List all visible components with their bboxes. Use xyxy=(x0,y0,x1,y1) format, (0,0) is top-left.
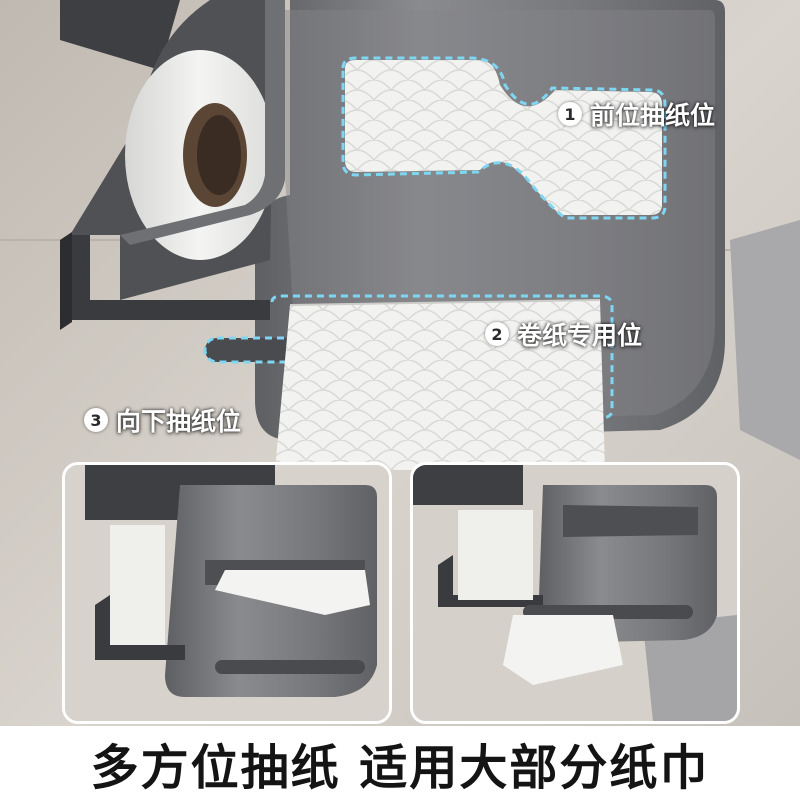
inset-photo-right xyxy=(410,462,740,724)
callout-roll-slot: 2 卷纸专用位 xyxy=(485,316,642,352)
downward-slot-highlight xyxy=(203,336,307,364)
inset-right-hanging-tissue xyxy=(503,615,623,685)
shelf-bracket xyxy=(70,235,270,320)
callout-downward-slot: 3 向下抽纸位 xyxy=(84,402,241,438)
inset-right-tissue-stack xyxy=(458,510,533,600)
toilet-tank xyxy=(730,220,800,460)
inset-left-pulled-tissue xyxy=(215,570,370,615)
bottom-banner: 多方位抽纸 适用大部分纸巾 xyxy=(0,726,800,800)
callout-number-1: 1 xyxy=(558,102,582,126)
wall-rail xyxy=(60,0,180,70)
roll-slot-highlight xyxy=(270,294,614,420)
front-tissue-slot xyxy=(345,60,662,215)
callout-number-2: 2 xyxy=(485,322,509,346)
paper-towel-sheets xyxy=(275,300,605,470)
callout-number-3: 3 xyxy=(84,408,108,432)
banner-text: 多方位抽纸 适用大部分纸巾 xyxy=(90,740,710,796)
inset-photo-left xyxy=(62,462,392,724)
callout-label-front-slot: 前位抽纸位 xyxy=(590,101,716,130)
callout-label-roll-slot: 卷纸专用位 xyxy=(517,321,643,350)
front-slot-highlight xyxy=(341,56,667,220)
callout-label-downward-slot: 向下抽纸位 xyxy=(116,407,242,436)
inset-left-tissue-stack xyxy=(110,525,165,645)
callout-front-slot: 1 前位抽纸位 xyxy=(558,96,715,132)
